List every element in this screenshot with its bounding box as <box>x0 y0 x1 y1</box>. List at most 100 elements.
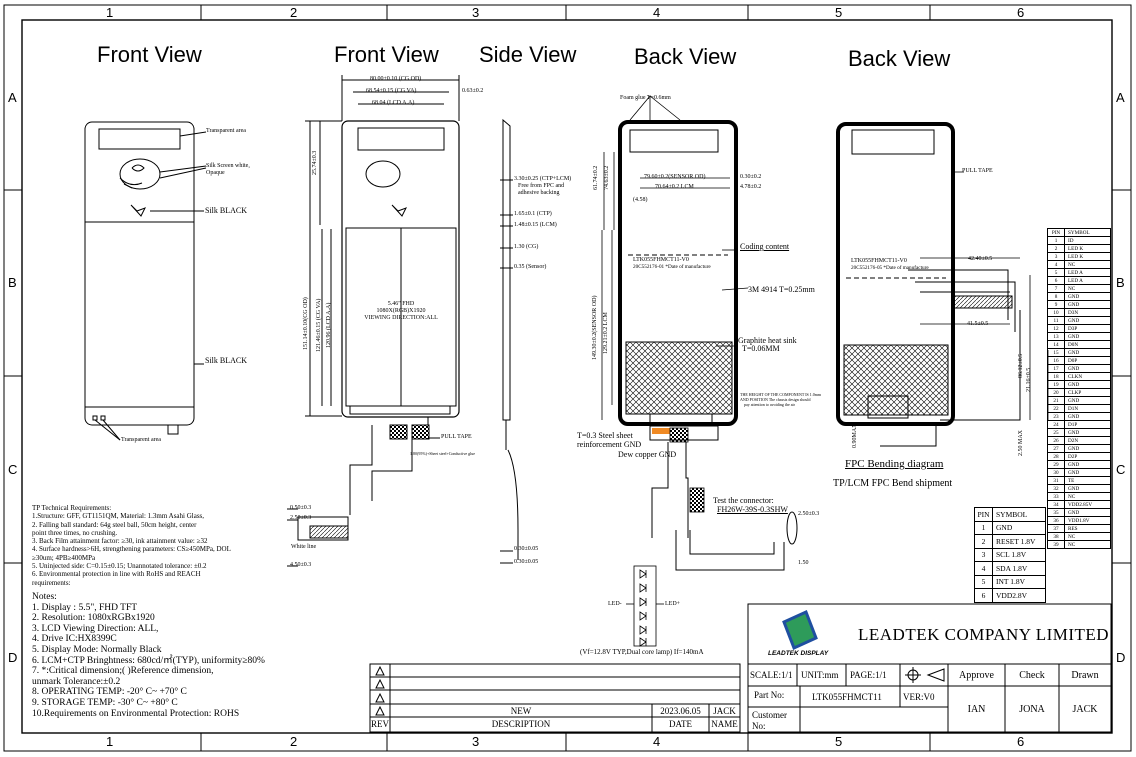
part-no-label: Part No: <box>754 690 785 700</box>
label-graphite-2: T=0.06MM <box>742 344 780 353</box>
note-line: 10.Requirements on Environmental Protect… <box>32 708 240 719</box>
dim-connector-2: 1.50 <box>798 560 809 566</box>
pin-number: 22 <box>1048 405 1065 412</box>
grid-row-a: A <box>8 90 17 105</box>
pin-symbol: ID <box>1068 238 1074 244</box>
pin-number: 14 <box>1048 341 1065 348</box>
grid-row-c-right: C <box>1116 462 1126 477</box>
dim-vertical-1: 61.74±0.2 <box>593 165 599 190</box>
tp-req-line: TP Technical Requirements: <box>32 504 112 512</box>
dim-fpc-c: 4.50±0.3 <box>290 562 312 568</box>
pin-symbol: GND <box>1068 510 1080 516</box>
tp-pin-symbol: SYMBOL <box>996 509 1028 519</box>
label-foam-glue: Foam glue T=0.6mm <box>620 95 671 101</box>
dim-cg-od: 80.00±0.10 (CG OD) <box>370 76 422 82</box>
dim-back2-2: 41.5±0.5 <box>967 321 989 327</box>
pin-number: 35 <box>1048 509 1065 516</box>
side-view <box>500 118 519 564</box>
led-schematic <box>626 565 664 647</box>
back-view-2 <box>836 122 1049 447</box>
side-dim-4: 1.30 (CG) <box>514 244 539 250</box>
rev-header-date: DATE <box>669 719 692 729</box>
note-line: 3. LCD Viewing Direction: ALL, <box>32 623 159 634</box>
label-silk-white: Silk Screen white, Opaque <box>206 163 250 176</box>
version-label: VER:V0 <box>903 692 935 702</box>
tp-req-line: point three times, no crushing. <box>32 528 118 537</box>
label-steel-sheet-2: reinforcement GND <box>577 440 642 449</box>
tp-pin-symbol: INT 1.8V <box>996 577 1026 587</box>
side-dim-7: 0.30±0.05 <box>514 546 539 552</box>
dim-lcm-width: 70.64±0.2 LCM <box>655 184 694 190</box>
tp-pin-number: 4 <box>975 562 993 575</box>
dim-connector-1: 2.50±0.3 <box>798 511 820 517</box>
pin-number: 39 <box>1048 541 1065 548</box>
title-side-view: Side View <box>479 42 577 67</box>
title-block <box>747 603 1112 733</box>
pin-number: 29 <box>1048 461 1065 468</box>
note-line: 4. Drive IC:HX8399C <box>32 634 117 645</box>
pin-symbol: RES <box>1068 526 1078 532</box>
tp-pin-symbol: VDD2.8V <box>996 590 1028 600</box>
back-view-1 <box>601 95 798 571</box>
tp-pin-symbol: RESET 1.8V <box>996 536 1036 546</box>
label-fpc-bending: FPC Bending diagram <box>845 458 944 470</box>
pin-symbol: D3P <box>1068 326 1078 332</box>
dim-lcd-aa: 68.04 (LCD A.A) <box>372 100 415 106</box>
pin-number: 28 <box>1048 453 1065 460</box>
pin-symbol: NC <box>1068 534 1076 540</box>
label-3m-tape: 3M 4914 T=0.25mm <box>748 285 815 294</box>
tp-req-line: 5. Uninjected side: C=0.15±0.15; Unannot… <box>32 562 207 571</box>
grid-row-d-right: D <box>1116 650 1126 665</box>
tp-req-line: 1.Structure: GFF, GT1151QM, Material: 1.… <box>32 512 205 521</box>
pin-number: 31 <box>1048 477 1065 484</box>
pin-symbol: D0P <box>1068 358 1078 364</box>
customer-no-label: Customer No: <box>752 710 787 731</box>
title-back-view-2: Back View <box>848 46 951 71</box>
pin-number: 20 <box>1048 389 1065 396</box>
rev-row-description: NEW <box>510 706 532 716</box>
pin-number: 8 <box>1048 293 1065 300</box>
logo-text: LEADTEK DISPLAY <box>768 650 829 657</box>
tp-pin-number: 1 <box>975 521 993 534</box>
pin-number: 4 <box>1048 261 1065 268</box>
note-line: 1. Display : 5.5", FHD TFT <box>32 602 138 613</box>
note-line: 2. Resolution: 1080xRGBx1920 <box>32 613 155 624</box>
grid-col-1: 1 <box>106 5 114 20</box>
pin-number: 32 <box>1048 485 1065 492</box>
label-white-line: White line <box>291 544 317 550</box>
grid-row-b-right: B <box>1116 275 1125 290</box>
dim-back2-3: 86.12±0.5 <box>1018 353 1024 378</box>
grid-row-b: B <box>8 275 17 290</box>
dim-vertical-3: 149.30±0.2(SENSOR OD) <box>592 295 598 360</box>
approve-name: IAN <box>967 704 986 715</box>
dim-right-3: (4.58) <box>633 197 648 203</box>
tp-requirements: TP Technical Requirements: 1.Structure: … <box>32 504 231 587</box>
tp-req-line: ≥30um; 4PB≥400MPa <box>32 553 96 562</box>
pin-symbol: NC <box>1068 494 1076 500</box>
pin-number: 33 <box>1048 493 1065 500</box>
label-silk-black-1: Silk BLACK <box>205 206 248 215</box>
pin-number: 12 <box>1048 325 1065 332</box>
pin-number: 9 <box>1048 301 1065 308</box>
pin-symbol: GND <box>1068 382 1080 388</box>
